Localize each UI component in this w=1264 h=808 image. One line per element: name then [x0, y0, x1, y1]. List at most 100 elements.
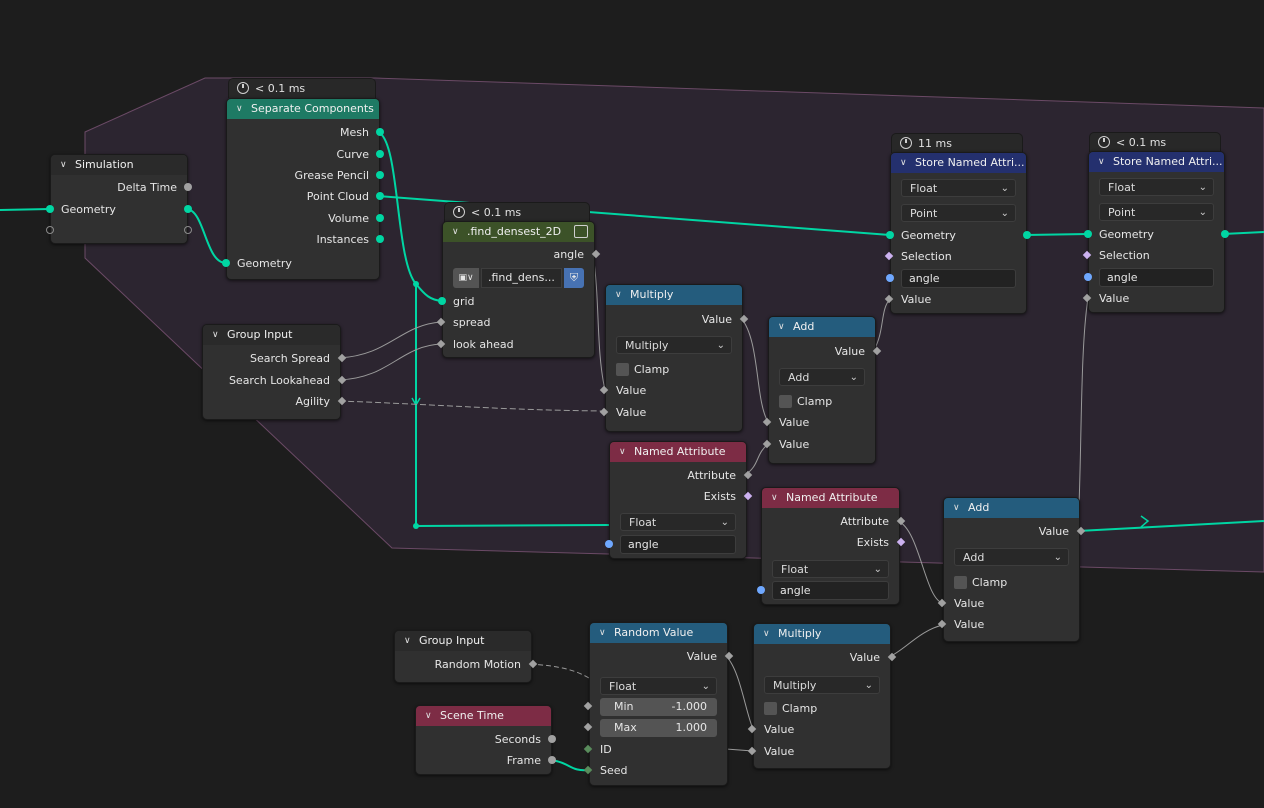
selection-socket[interactable]: [884, 251, 894, 261]
named-attribute-node[interactable]: ∨ Named Attribute Attribute Exists Float…: [605, 441, 753, 559]
node-header[interactable]: ∨ Multiply: [606, 285, 742, 305]
chevron-down-icon[interactable]: ∨: [236, 104, 243, 114]
agility-socket[interactable]: [337, 396, 347, 406]
geometry-out-socket[interactable]: [1221, 230, 1229, 238]
node-header[interactable]: ∨ Group Input: [203, 325, 340, 345]
value-a-socket[interactable]: [937, 598, 947, 608]
name-socket[interactable]: [757, 586, 765, 594]
chevron-down-icon[interactable]: ∨: [900, 158, 907, 168]
name-socket[interactable]: [886, 274, 894, 282]
curve-socket[interactable]: [376, 150, 384, 158]
domain-dropdown[interactable]: Point⌄: [901, 204, 1016, 222]
node-header[interactable]: ∨ Separate Components: [227, 99, 379, 119]
value-out-socket[interactable]: [739, 314, 749, 324]
data-type-dropdown[interactable]: Float⌄: [620, 513, 736, 531]
delta-time-socket[interactable]: [184, 183, 192, 191]
domain-dropdown[interactable]: Point⌄: [1099, 203, 1214, 221]
angle-socket[interactable]: [591, 249, 601, 259]
clamp-checkbox[interactable]: [779, 395, 792, 408]
simulation-node[interactable]: ∨ Simulation Delta Time Geometry: [46, 154, 192, 244]
node-header[interactable]: ∨ .find_densest_2D: [443, 222, 594, 242]
chevron-down-icon[interactable]: ∨: [1098, 157, 1105, 167]
geometry-out-socket[interactable]: [184, 205, 192, 213]
scene-time-node[interactable]: ∨ Scene Time Seconds Frame: [415, 705, 556, 775]
selection-socket[interactable]: [1082, 250, 1092, 260]
value-b-socket[interactable]: [762, 439, 772, 449]
chevron-down-icon[interactable]: ∨: [212, 330, 219, 340]
empty-in-socket[interactable]: [46, 226, 54, 234]
frame-socket[interactable]: [548, 756, 556, 764]
fake-user-shield-icon[interactable]: ⛨: [564, 268, 584, 288]
group-input-node[interactable]: ∨ Group Input Random Motion: [394, 630, 538, 683]
min-socket[interactable]: [583, 701, 593, 711]
random-value-node[interactable]: ∨ Random Value Value Float⌄ Min-1.000 Ma…: [583, 622, 734, 786]
data-type-dropdown[interactable]: Float⌄: [1099, 178, 1214, 196]
operation-dropdown[interactable]: Multiply⌄: [616, 336, 732, 354]
value-b-socket[interactable]: [599, 407, 609, 417]
geometry-in-socket[interactable]: [1084, 230, 1092, 238]
chevron-down-icon[interactable]: ∨: [771, 493, 778, 503]
exists-socket[interactable]: [743, 491, 753, 501]
seconds-socket[interactable]: [548, 735, 556, 743]
math-add-node[interactable]: ∨ Add Value Add⌄ Clamp Value Value: [762, 316, 882, 464]
chevron-down-icon[interactable]: ∨: [404, 636, 411, 646]
node-header[interactable]: ∨ Add: [769, 317, 875, 337]
node-header[interactable]: ∨ Scene Time: [416, 706, 551, 726]
mesh-socket[interactable]: [376, 128, 384, 136]
value-out-socket[interactable]: [724, 651, 734, 661]
attribute-name-field[interactable]: angle: [620, 535, 736, 554]
math-multiply-node[interactable]: ∨ Multiply Value Multiply⌄ Clamp Value V…: [599, 284, 749, 432]
search-lookahead-socket[interactable]: [337, 375, 347, 385]
find-densest-group-node[interactable]: ∨ .find_densest_2D angle ▣∨ .find_dens..…: [436, 221, 601, 358]
seed-socket[interactable]: [583, 765, 593, 775]
geometry-in-socket[interactable]: [46, 205, 54, 213]
max-socket[interactable]: [583, 722, 593, 732]
value-a-socket[interactable]: [599, 385, 609, 395]
instances-socket[interactable]: [376, 235, 384, 243]
grid-socket[interactable]: [438, 297, 446, 305]
math-multiply-node[interactable]: ∨ Multiply Value Multiply⌄ Clamp Value V…: [747, 623, 897, 769]
value-a-socket[interactable]: [747, 724, 757, 734]
chevron-down-icon[interactable]: ∨: [60, 160, 67, 170]
node-group-icon[interactable]: [574, 225, 588, 238]
separate-components-node[interactable]: ∨ Separate Components Mesh Curve Grease …: [222, 98, 384, 280]
store-named-attribute-node[interactable]: ∨ Store Named Attri... Float⌄ Point⌄ Geo…: [1082, 151, 1229, 313]
exists-socket[interactable]: [896, 537, 906, 547]
math-add-node[interactable]: ∨ Add Value Add⌄ Clamp Value Value: [937, 497, 1086, 642]
clamp-checkbox[interactable]: [616, 363, 629, 376]
chevron-down-icon[interactable]: ∨: [619, 447, 626, 457]
node-header[interactable]: ∨ Multiply: [754, 624, 890, 644]
data-type-dropdown[interactable]: Float⌄: [600, 677, 717, 695]
node-group-name-field[interactable]: .find_dens...: [481, 268, 562, 288]
volume-socket[interactable]: [376, 214, 384, 222]
value-b-socket[interactable]: [937, 619, 947, 629]
search-spread-socket[interactable]: [337, 353, 347, 363]
value-out-socket[interactable]: [872, 346, 882, 356]
id-socket[interactable]: [583, 744, 593, 754]
chevron-down-icon[interactable]: ∨: [615, 290, 622, 300]
empty-out-socket[interactable]: [184, 226, 192, 234]
operation-dropdown[interactable]: Add⌄: [954, 548, 1069, 566]
data-type-dropdown[interactable]: Float⌄: [772, 560, 889, 578]
node-header[interactable]: ∨ Named Attribute: [762, 488, 899, 508]
chevron-down-icon[interactable]: ∨: [763, 629, 770, 639]
name-socket[interactable]: [1084, 273, 1092, 281]
node-header[interactable]: ∨ Simulation: [51, 155, 187, 175]
node-tree-browse-button[interactable]: ▣∨: [453, 268, 479, 288]
chevron-down-icon[interactable]: ∨: [953, 503, 960, 513]
value-b-socket[interactable]: [747, 746, 757, 756]
node-header[interactable]: ∨ Store Named Attri...: [1089, 152, 1224, 172]
chevron-down-icon[interactable]: ∨: [425, 711, 432, 721]
value-socket[interactable]: [884, 294, 894, 304]
look-ahead-socket[interactable]: [436, 339, 446, 349]
clamp-checkbox[interactable]: [954, 576, 967, 589]
node-header[interactable]: ∨ Random Value: [590, 623, 727, 643]
node-header[interactable]: ∨ Store Named Attri...: [891, 153, 1026, 173]
geometry-in-socket[interactable]: [886, 231, 894, 239]
operation-dropdown[interactable]: Add⌄: [779, 368, 865, 386]
operation-dropdown[interactable]: Multiply⌄: [764, 676, 880, 694]
attribute-name-field[interactable]: angle: [1099, 268, 1214, 287]
attribute-name-field[interactable]: angle: [772, 581, 889, 600]
